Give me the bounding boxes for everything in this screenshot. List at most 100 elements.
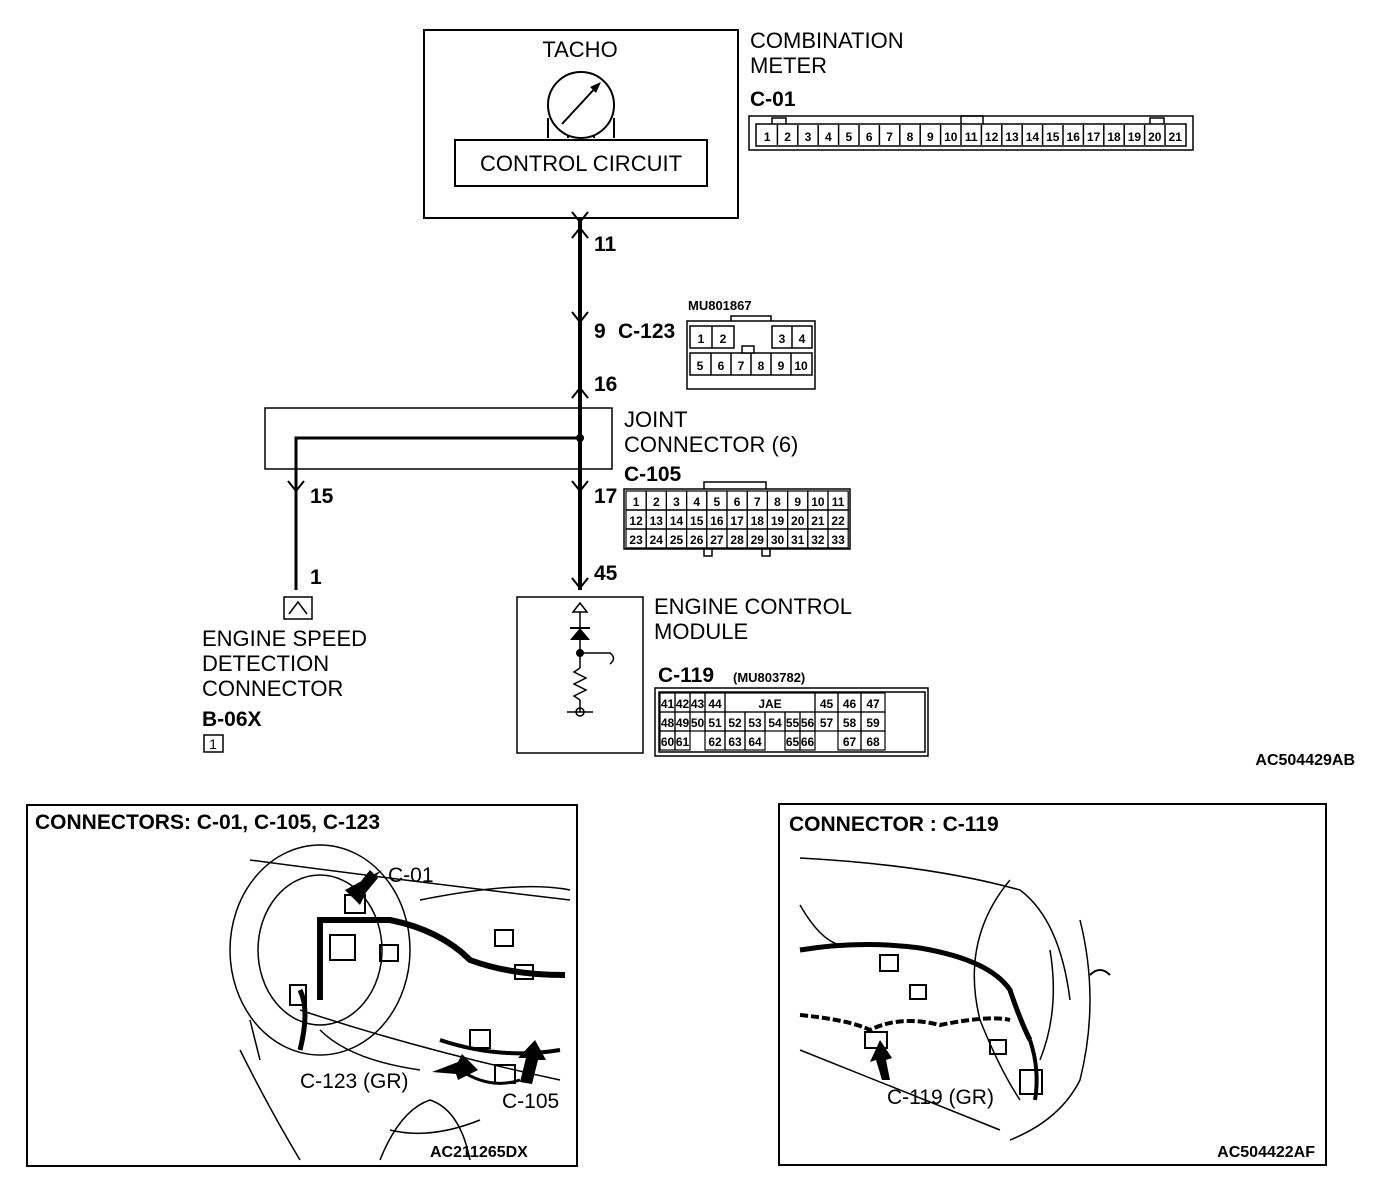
c119-pin: 44 — [708, 697, 722, 711]
c105-pin: 1 — [633, 495, 640, 509]
c01-pin: 14 — [1026, 130, 1040, 144]
c105-pin: 24 — [650, 533, 664, 547]
combination-meter-name-1: COMBINATION — [750, 28, 904, 53]
c119-pin: 43 — [691, 697, 705, 711]
pin-number-1: 1 — [310, 566, 322, 589]
c01-pin: 3 — [805, 130, 812, 144]
arrow-c123-icon — [432, 1054, 478, 1080]
c01-pin: 15 — [1046, 130, 1060, 144]
c105-pin: 7 — [754, 495, 761, 509]
ecm-input-circuit-icon — [567, 601, 615, 717]
locator-left-figure-code: AC211265DX — [430, 1144, 528, 1161]
c105-pin: 23 — [629, 533, 643, 547]
c105-pin: 31 — [791, 533, 805, 547]
c105-pin: 2 — [653, 495, 660, 509]
tacho-gauge-icon — [547, 71, 615, 139]
c105-pin: 25 — [670, 533, 684, 547]
c01-pin: 6 — [866, 130, 873, 144]
c105-pin: 20 — [791, 514, 805, 528]
c105-pin: 14 — [670, 514, 684, 528]
callout-c123: C-123 (GR) — [300, 1070, 409, 1093]
c105-pin: 11 — [832, 495, 845, 509]
c105-pin: 12 — [629, 514, 643, 528]
callout-c01: C-01 — [388, 864, 434, 887]
combination-meter: TACHO CONTROL CIRCUIT COMBINATION METER … — [423, 28, 1194, 219]
joint-left-marker — [287, 480, 305, 493]
c105-pin: 29 — [751, 533, 765, 547]
speed-connector-terminal — [283, 596, 313, 620]
joint-connector-name-2: CONNECTOR (6) — [624, 432, 798, 457]
b06x-pin-number: 1 — [209, 736, 217, 752]
c119-pin-cell — [799, 730, 816, 751]
engine-speed-detection-connector: ENGINE SPEED DETECTION CONNECTOR B-06X 1 — [202, 596, 367, 753]
c123-pin-8: 8 — [758, 359, 765, 373]
pin-number-17: 17 — [594, 485, 617, 508]
c105-pin: 32 — [811, 533, 825, 547]
c119-pin: 50 — [691, 716, 705, 730]
c119-part-number: (MU803782) — [733, 670, 805, 685]
dashboard-illustration-right — [799, 857, 1091, 1141]
c105-pin: 26 — [690, 533, 704, 547]
c105-pin: 3 — [673, 495, 680, 509]
c119-pin-cell — [744, 730, 766, 751]
c123-pin-6: 6 — [718, 359, 725, 373]
harness-illustration-right — [799, 941, 1111, 1101]
c123-part-number: MU801867 — [688, 298, 752, 313]
c119-pin: 46 — [843, 697, 857, 711]
c119-pin: 59 — [866, 716, 880, 730]
locator-panel-left: CONNECTORS: C-01, C-105, C-123 — [26, 804, 578, 1167]
c105-pin: 17 — [730, 514, 744, 528]
c105-connector-id: C-105 — [624, 463, 682, 486]
c105-pin: 10 — [811, 495, 825, 509]
ecm-box — [516, 596, 644, 754]
c119-pin: 57 — [820, 716, 834, 730]
c01-pin: 11 — [965, 130, 978, 144]
c105-pin: 5 — [714, 495, 721, 509]
c105-pin: 27 — [710, 533, 724, 547]
locator-right-frame — [778, 803, 1327, 1166]
pin-number-9: 9 — [594, 320, 606, 343]
c01-pin: 5 — [845, 130, 852, 144]
c119-pin: 61 — [676, 735, 690, 749]
c01-pin: 1 — [764, 130, 771, 144]
c01-pin: 19 — [1128, 130, 1142, 144]
splice-dot — [576, 434, 584, 442]
c123-pin-2: 2 — [720, 332, 727, 346]
c119-pin: 52 — [728, 716, 742, 730]
c123-pin-9: 9 — [778, 359, 785, 373]
c01-pin: 8 — [907, 130, 914, 144]
c119-pin: 60 — [661, 735, 675, 749]
c01-pin: 21 — [1169, 130, 1183, 144]
c01-pin: 12 — [985, 130, 999, 144]
callout-c119: C-119 (GR) — [887, 1086, 994, 1109]
pin-number-11: 11 — [594, 233, 617, 256]
c105-pin: 21 — [811, 514, 825, 528]
c119-pin: 42 — [676, 697, 690, 711]
locator-right-figure-code: AC504422AF — [1217, 1144, 1315, 1161]
speed-connector-name-2: DETECTION — [202, 651, 329, 676]
joint-connector-name-1: JOINT — [624, 407, 688, 432]
locator-right-title: CONNECTOR : C-119 — [789, 813, 999, 836]
c119-pin: 64 — [748, 735, 762, 749]
c01-pin: 20 — [1148, 130, 1162, 144]
harness-illustration-left — [289, 894, 566, 1085]
c105-pin: 22 — [831, 514, 845, 528]
locator-panel-right: CONNECTOR : C-119 C-119 (GR) AC504422AF — [778, 803, 1327, 1166]
c119-pin: 55 — [786, 716, 800, 730]
callout-c105: C-105 — [502, 1090, 559, 1113]
c123-pin-marker — [571, 311, 589, 324]
c119-pin: 67 — [843, 735, 857, 749]
pin-number-15: 15 — [310, 485, 334, 508]
c01-connector-id: C-01 — [750, 88, 796, 111]
c119-pin: 66 — [801, 735, 815, 749]
c119-pin: 65 — [786, 735, 800, 749]
b06x-pin-box — [203, 734, 224, 753]
c119-pin: 63 — [728, 735, 742, 749]
c01-pin: 9 — [927, 130, 934, 144]
main-harness: 11 9 C-123 16 17 45 — [571, 211, 675, 590]
arrow-c01-head-icon — [345, 870, 382, 905]
